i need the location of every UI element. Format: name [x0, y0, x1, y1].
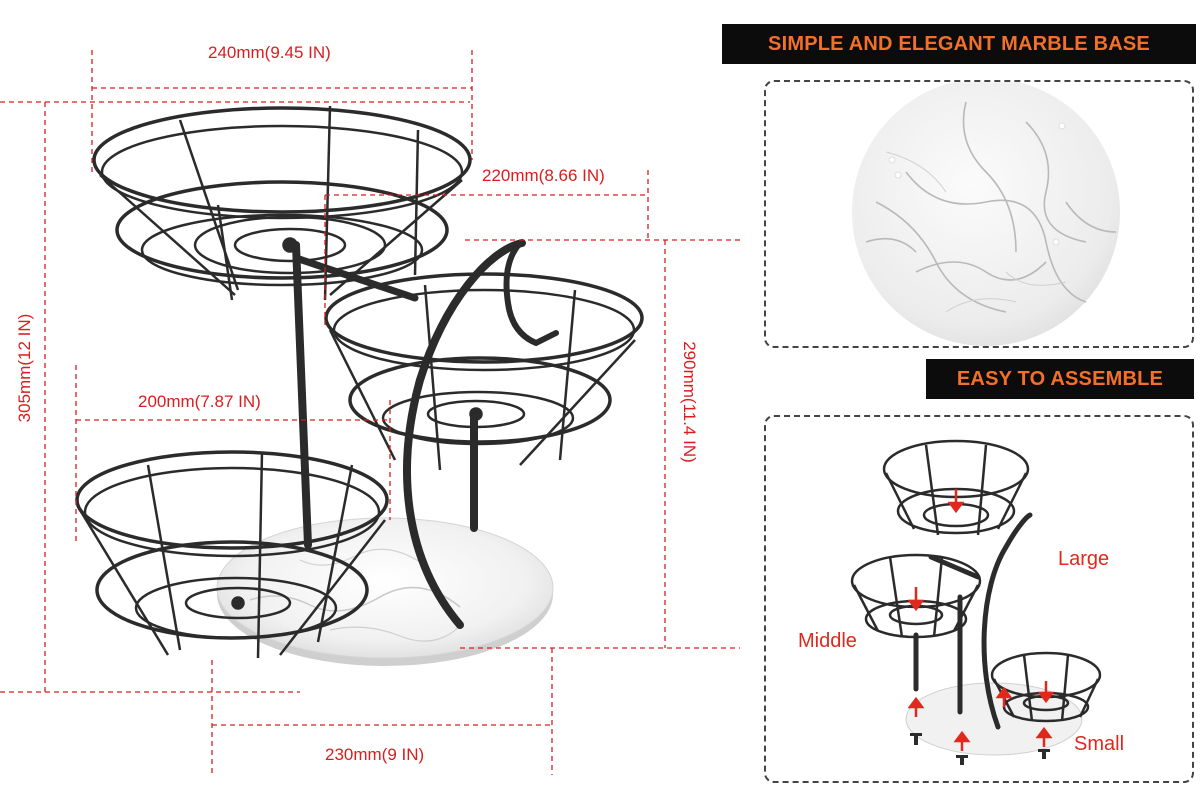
support-poles	[292, 239, 559, 629]
assembly-arrows	[907, 489, 1055, 751]
dimension-lines	[0, 50, 740, 775]
product-illustration	[0, 50, 740, 775]
small-label: Small	[1074, 733, 1125, 755]
marble-base	[216, 517, 554, 666]
lower-basket	[75, 450, 389, 659]
assembly-diagram	[850, 439, 1102, 765]
marble-panel	[764, 80, 1194, 348]
assembly-large-basket	[882, 439, 1030, 536]
easy-assemble-banner: EASY TO ASSEMBLE	[926, 359, 1194, 399]
top-basket	[92, 105, 472, 301]
total-height-label: 305mm(12 IN)	[15, 313, 34, 423]
marble-disc-image	[852, 82, 1120, 346]
middle-label: Middle	[798, 630, 857, 652]
lower-width-label: 200mm(7.87 IN)	[138, 392, 261, 411]
middle-basket	[324, 272, 644, 471]
large-label: Large	[1058, 548, 1110, 570]
right-height-label: 290mm(11.4 IN)	[680, 341, 699, 463]
marble-base-banner: SIMPLE AND ELEGANT MARBLE BASE	[722, 24, 1196, 64]
assembly-panel: Large Middle Small	[764, 415, 1194, 783]
base-width-label: 230mm(9 IN)	[325, 745, 425, 764]
middle-width-label: 220mm(8.66 IN)	[482, 166, 605, 185]
top-width-label: 240mm(9.45 IN)	[208, 43, 331, 62]
